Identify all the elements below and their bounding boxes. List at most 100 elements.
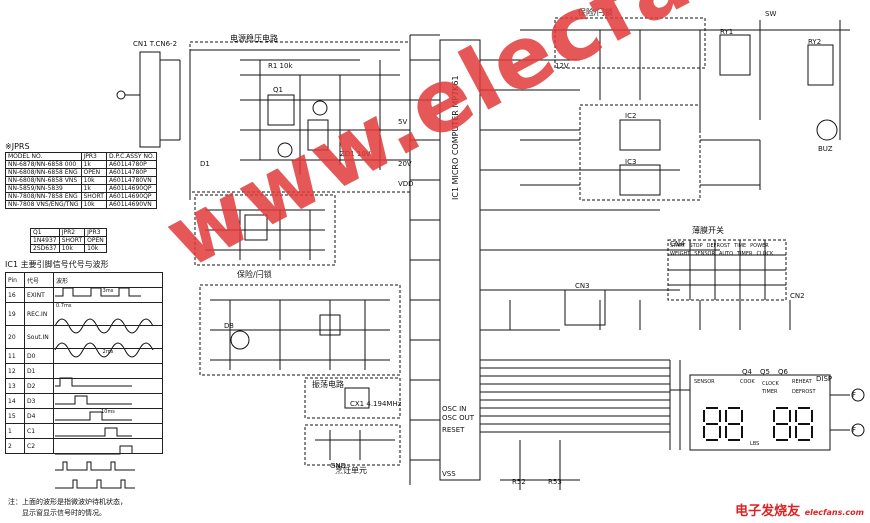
indicator-lbs: LBS — [750, 441, 760, 447]
waveform-note-line1: 注：上面的波形是指微波炉待机状态， — [8, 498, 127, 506]
pin-cell: 12 — [5, 363, 25, 379]
timing-cell — [53, 378, 163, 394]
signal-cell: D1 — [24, 363, 54, 379]
waveform-header: 波形 — [53, 272, 163, 288]
jprs-header: D.P.C.ASSY NO. — [105, 152, 158, 161]
v5-label: 5V — [398, 118, 408, 126]
cooking-unit-title: 烹饪单元 — [335, 466, 367, 475]
jprs-table: MODEL NO. JPR3 D.P.C.ASSY NO. NN-6878/NN… — [5, 152, 158, 209]
table-cell: OPEN — [80, 168, 107, 177]
terminal-f1-label: F — [852, 391, 857, 399]
table-cell: A601L4780P — [105, 168, 158, 177]
waveform-title: IC1 主要引脚信号代号与波形 — [5, 260, 109, 269]
ic2-label: IC2 — [625, 112, 637, 120]
ry1-label: RY1 — [720, 28, 734, 36]
q6-label: Q6 — [778, 368, 788, 376]
table-cell: NN-5859/NN-5839 — [5, 184, 82, 193]
q1-header: Q1 — [30, 228, 60, 237]
pin-cell: 19 — [5, 302, 25, 326]
table-cell: 10k — [84, 244, 107, 253]
terminal-f2-label: F — [852, 426, 857, 434]
v20-label: 20V — [398, 160, 412, 168]
pin-cell: 20 — [5, 325, 25, 349]
key-start: START — [670, 243, 686, 249]
table-cell: SHORT — [80, 192, 107, 201]
buzzer-label: BUZ — [818, 145, 833, 153]
table-cell: A601L4690QP — [105, 184, 158, 193]
q1-label: Q1 — [273, 86, 283, 94]
pin-cell: 11 — [5, 348, 25, 364]
jprs-header-row: MODEL NO. JPR3 D.P.C.ASSY NO. — [5, 152, 158, 161]
table-cell: 1N4937 — [30, 236, 60, 245]
r1-label: R1 10k — [268, 62, 293, 70]
d8-label: D8 — [224, 322, 234, 330]
osc-in-label: OSC IN — [442, 405, 467, 413]
display-label: DISP — [816, 375, 833, 383]
zd1-label: ZD1 10V — [340, 150, 371, 158]
key-power: POWER — [750, 243, 769, 249]
sw-label: SW — [765, 10, 777, 18]
vss-label: VSS — [442, 470, 456, 478]
d1-label: D1 — [200, 160, 210, 168]
crystal-title: 振荡电路 — [312, 380, 344, 389]
jprs-header: MODEL NO. — [5, 152, 82, 161]
key-weight: WEIGHT — [670, 251, 691, 257]
waveform-note-line2: 显示窗显示信号时的情况。 — [22, 509, 106, 517]
keyboard-matrix: START STOP DEFROST TIME POWER WEIGHT SEN… — [670, 243, 784, 257]
jprs-header: JPR3 — [80, 152, 107, 161]
q1-header: JPR3 — [84, 228, 107, 237]
pin-cell: 15 — [5, 408, 25, 424]
key-auto: AUTO — [718, 251, 734, 257]
table-cell: NN-7808/NN-7858 ENG — [5, 192, 82, 201]
indicator-reheat: REHEAT — [792, 379, 812, 385]
cn2-label: CN2 — [790, 292, 805, 300]
timing-cell — [53, 423, 163, 439]
signal-cell: EXINT — [24, 287, 54, 303]
waveform-header: 代号 — [24, 272, 54, 288]
key-sensor: SENSOR — [694, 251, 715, 257]
indicator-clock: CLOCK — [762, 381, 779, 387]
timing-cell — [53, 438, 163, 454]
table-cell: 10k — [80, 176, 107, 185]
table-cell: NN-7808 VNS/ENG/TNG — [5, 200, 82, 209]
v12-label: 12V — [555, 62, 569, 70]
pin-cell: 1 — [5, 423, 25, 439]
timing-cell: 2ms — [53, 348, 163, 364]
signal-cell: D4 — [24, 408, 54, 424]
key-clock: CLOCK — [756, 251, 774, 257]
signal-cell: D3 — [24, 393, 54, 409]
q1-header-row: Q1 JPR2 JPR3 — [30, 228, 107, 237]
ry2-label: RY2 — [808, 38, 822, 46]
gnd-label: GND — [330, 462, 347, 470]
ic3-label: IC3 — [625, 158, 637, 166]
key-defrost: DEFROST — [706, 243, 731, 249]
q1-header: JPR2 — [58, 228, 86, 237]
indicator-sensor: SENSOR — [694, 379, 715, 385]
q4-label: Q4 — [742, 368, 752, 376]
table-cell: 10k — [80, 200, 107, 209]
keyboard-title: 薄膜开关 — [692, 226, 724, 235]
timing-cell: 3ms — [53, 287, 163, 303]
table-cell: 2SD637 — [30, 244, 60, 253]
brand-logo: 电子发烧友 elecfans.com — [735, 500, 864, 519]
cn3-label: CN3 — [575, 282, 590, 290]
relay-section-title: 保险/闩锁 — [578, 8, 613, 17]
pin-cell: 2 — [5, 438, 25, 454]
key-stop: STOP — [689, 243, 703, 249]
key-timer: TIMER — [737, 251, 753, 257]
vdd-label: VDD — [398, 180, 414, 188]
